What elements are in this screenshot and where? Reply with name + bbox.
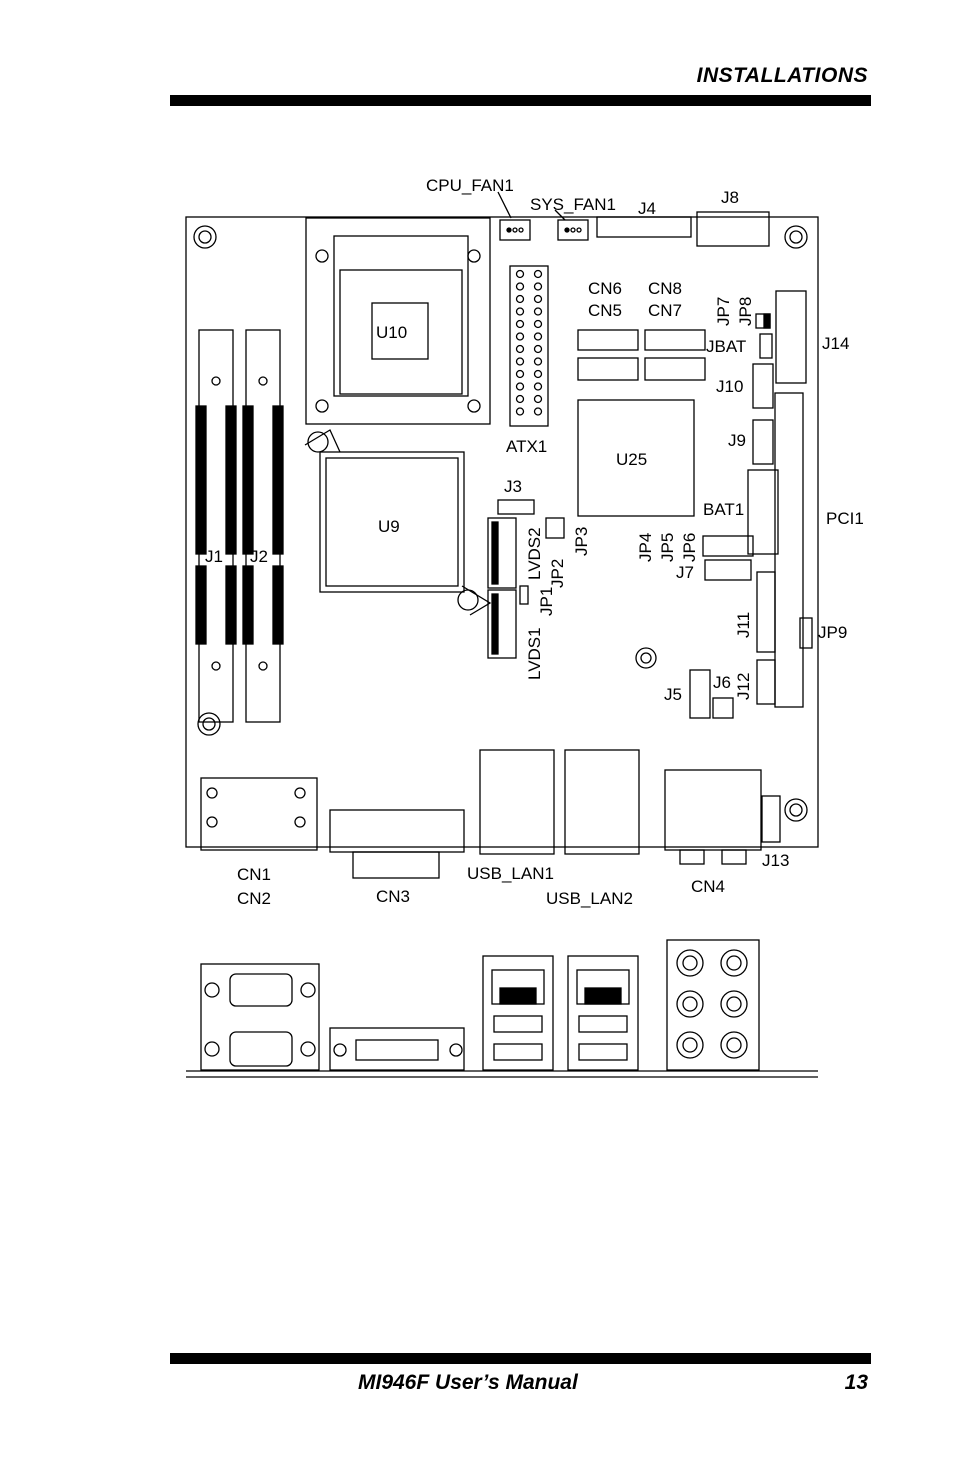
section-title: INSTALLATIONS: [696, 64, 868, 87]
atx1-connector: [509, 265, 549, 427]
label-jp1: JP1: [537, 587, 556, 616]
sata-connectors: [577, 329, 706, 381]
lvds-connectors: [487, 499, 565, 659]
atx-pin: [515, 332, 525, 341]
lower-right-headers: [689, 535, 813, 719]
atx-pin: [515, 382, 525, 391]
label-cn8: CN8: [648, 279, 682, 298]
atx-pin: [515, 369, 525, 379]
right-upper-headers: [747, 290, 807, 708]
label-j12: J12: [734, 673, 753, 700]
footer-rule: [170, 1353, 871, 1364]
atx-pin: [533, 344, 543, 354]
header-rule: [170, 95, 871, 106]
label-lvds2: LVDS2: [525, 527, 544, 580]
label-cn6: CN6: [588, 279, 622, 298]
label-usb-lan1: USB_LAN1: [467, 864, 554, 883]
label-atx1: ATX1: [506, 437, 547, 456]
label-j7: J7: [676, 563, 694, 582]
label-j9: J9: [728, 431, 746, 450]
io-connectors-top-view: [200, 749, 781, 879]
label-cn5: CN5: [588, 301, 622, 320]
label-cn2: CN2: [237, 889, 271, 908]
atx-pin: [515, 407, 525, 416]
atx-pin: [515, 357, 525, 366]
chip-u9: [304, 429, 492, 616]
atx-pin: [533, 394, 543, 404]
label-cn1: CN1: [237, 865, 271, 884]
atx-pin: [515, 394, 525, 404]
atx-pin: [515, 344, 525, 354]
label-u25: U25: [616, 450, 647, 469]
label-jp5: JP5: [658, 533, 677, 562]
label-j6: J6: [713, 673, 731, 692]
atx-pin: [515, 294, 525, 304]
label-sys-fan1: SYS_FAN1: [530, 195, 616, 214]
atx-pin: [533, 294, 543, 304]
top-headers: [497, 191, 770, 247]
label-pci1: PCI1: [826, 509, 864, 528]
label-j10: J10: [716, 377, 743, 396]
label-cn4: CN4: [691, 877, 725, 896]
label-jp6: JP6: [680, 533, 699, 562]
label-j3: J3: [504, 477, 522, 496]
atx-pin: [533, 332, 543, 341]
label-u10: U10: [376, 323, 407, 342]
label-j11: J11: [734, 612, 753, 638]
board-outline: [185, 216, 819, 848]
label-j8: J8: [721, 188, 739, 207]
atx-pin: [533, 357, 543, 366]
label-bat1: BAT1: [703, 500, 744, 519]
label-j4: J4: [638, 199, 656, 218]
label-j14: J14: [822, 334, 849, 353]
label-u9: U9: [378, 517, 400, 536]
atx-pin: [515, 269, 525, 279]
atx-pin: [533, 407, 543, 416]
label-cpu-fan1: CPU_FAN1: [426, 176, 514, 195]
label-jbat: JBAT: [706, 337, 746, 356]
manual-title: MI946F User’s Manual: [358, 1371, 578, 1394]
label-j5: J5: [664, 685, 682, 704]
cpu-socket-u10: [305, 217, 491, 425]
label-jp3: JP3: [572, 527, 591, 556]
label-jp9: JP9: [818, 623, 847, 642]
atx-pin: [533, 319, 543, 329]
label-j1: J1: [205, 547, 223, 566]
atx-pin: [515, 319, 525, 329]
label-j13: J13: [762, 851, 789, 870]
board-labels: CPU_FAN1 SYS_FAN1 J4 J8 U10 U9 U25 ATX1 …: [205, 176, 864, 908]
label-jp4: JP4: [636, 533, 655, 562]
label-jp7: JP7: [714, 297, 733, 326]
atx-pin: [533, 382, 543, 391]
atx-pin: [533, 282, 543, 291]
label-jp8: JP8: [736, 297, 755, 326]
chip-u25: [577, 399, 695, 517]
atx-pin: [533, 269, 543, 279]
dimm-slots: [195, 329, 284, 723]
label-jp2: JP2: [548, 559, 567, 588]
atx-pin: [515, 307, 525, 316]
atx-pin: [515, 282, 525, 291]
rear-panel-view: [186, 939, 818, 1078]
label-j2: J2: [250, 547, 268, 566]
label-lvds1: LVDS1: [525, 627, 544, 680]
label-cn3: CN3: [376, 887, 410, 906]
label-usb-lan2: USB_LAN2: [546, 889, 633, 908]
mounting-holes: [193, 225, 808, 822]
atx-pin: [533, 307, 543, 316]
atx-pin: [533, 369, 543, 379]
page-number: 13: [844, 1371, 868, 1394]
label-cn7: CN7: [648, 301, 682, 320]
